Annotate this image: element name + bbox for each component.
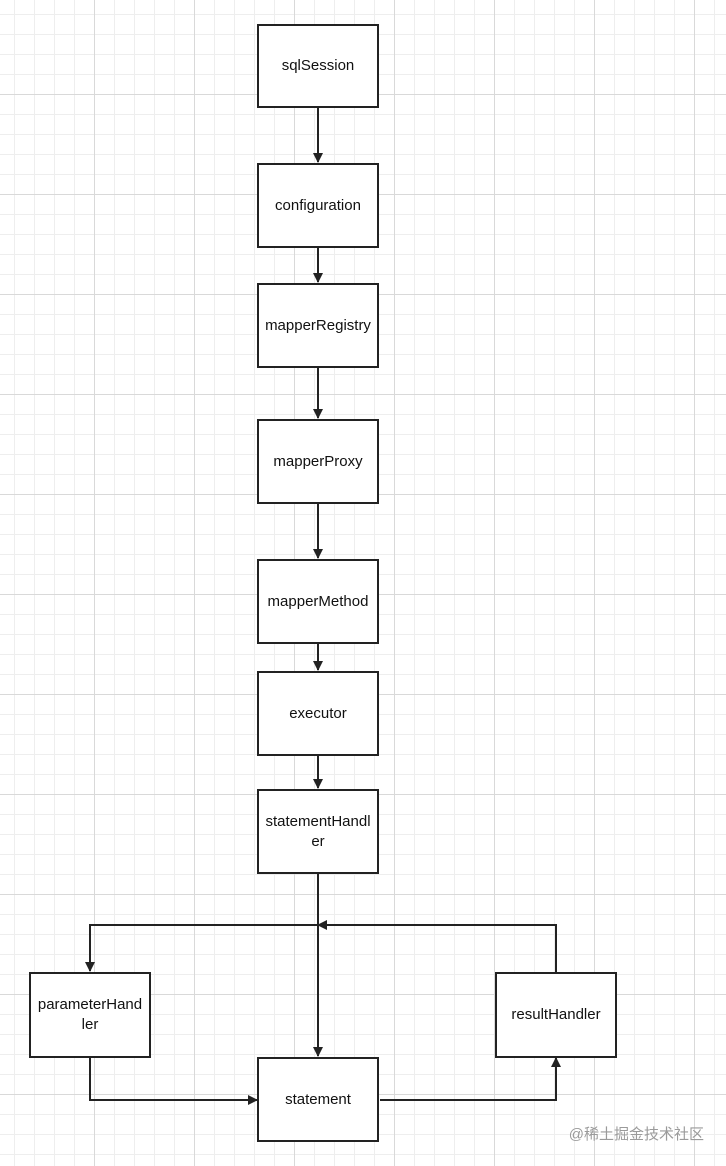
node-parameterhandler: parameterHandler [29,972,151,1058]
node-configuration: configuration [257,163,379,248]
node-statementhandler: statementHandler [257,789,379,874]
node-label: sqlSession [281,57,355,74]
edge-statementhandler-parameterhandler [85,924,318,972]
node-mapperregistry: mapperRegistry [257,283,379,368]
node-label: mapperRegistry [265,316,371,334]
node-label: statement [285,1090,351,1108]
node-label: configuration [275,196,361,214]
edge-statement-resulthandler [380,1057,561,1101]
node-label: parameterHandler [37,996,143,1033]
node-mapperproxy: mapperProxy [257,419,379,504]
node-label: executor [289,704,347,722]
node-label: mapperMethod [267,592,369,610]
edge-parameterhandler-statement [89,1057,258,1105]
node-label: statementHandler [265,812,371,850]
node-sqlsession: sqlSession [257,24,379,108]
node-resulthandler: resultHandler [495,972,617,1058]
node-label: mapperProxy [273,452,363,470]
node-mappermethod: mapperMethod [257,559,379,644]
node-statement: statement [257,1057,379,1142]
node-label: resultHandler [511,1006,601,1023]
watermark: @稀土掘金技术社区 [568,1126,704,1143]
edge-resulthandler-statementhandler [317,920,557,973]
node-executor: executor [257,671,379,756]
